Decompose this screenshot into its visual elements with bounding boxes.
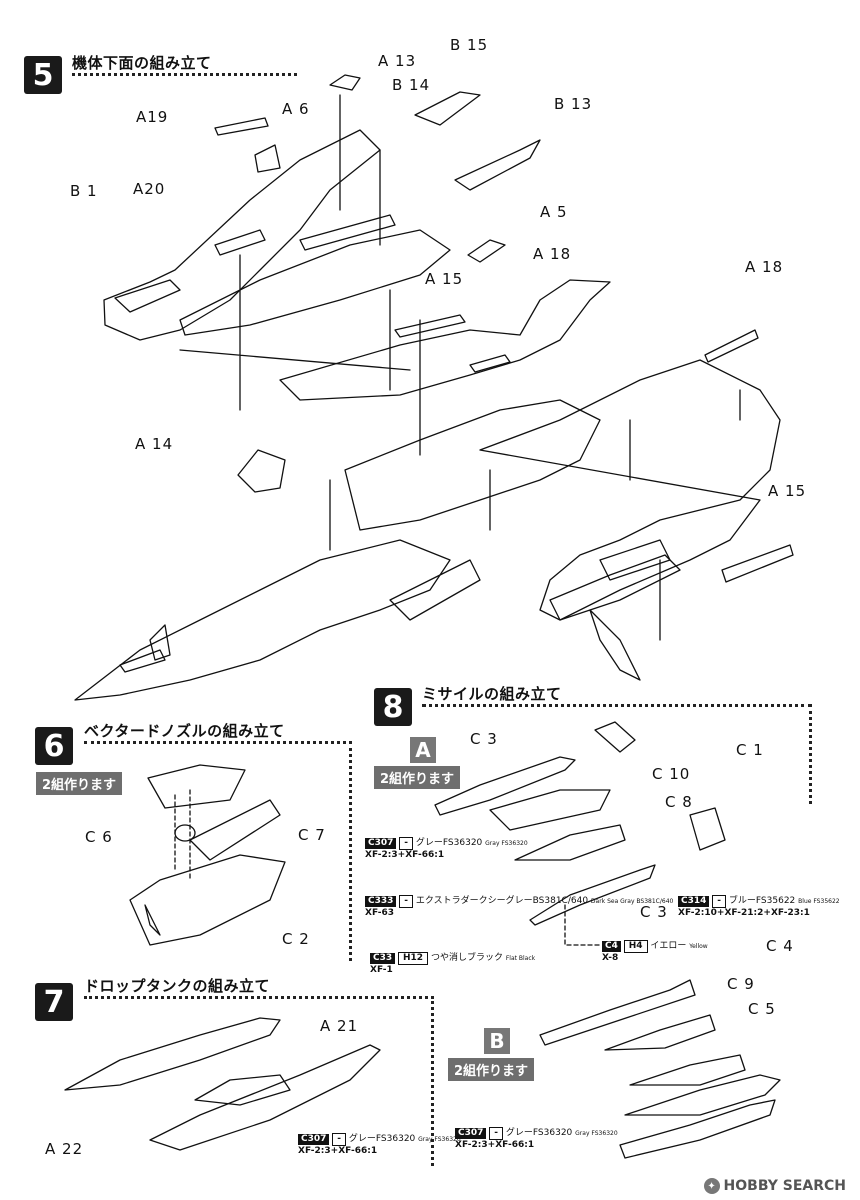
paint-name-english: Gray FS36320 <box>418 1136 461 1143</box>
paint-sub-code: H12 <box>398 952 429 965</box>
paint-name-english: Flat Black <box>505 955 536 962</box>
paint-code: C333 <box>365 896 397 907</box>
paint-mix-formula: XF-2:3+XF-66:1 <box>455 1140 535 1150</box>
step-5-badge: 5 <box>24 56 62 94</box>
part-label-c6: C 6 <box>85 828 113 846</box>
paint-name-english: Blue FS35622 <box>798 898 840 905</box>
step8-missile-b-drawing <box>539 979 781 1159</box>
paint-name-english: Gray FS36320 <box>485 840 528 847</box>
paint-mix-formula: X-8 <box>602 953 619 963</box>
watermark-text: HOBBY SEARCH <box>723 1178 846 1194</box>
part-label-c4: C 4 <box>766 937 794 955</box>
part-label-b1: B 1 <box>70 182 98 200</box>
part-label-c9: C 9 <box>727 975 755 993</box>
paint-name: エクストラダークシーグレーBS381C/640 <box>415 896 589 906</box>
paint-sub-code: - <box>399 837 414 850</box>
part-label-c2: C 2 <box>282 930 310 948</box>
step-8-variant-a-quantity-note: 2組作ります <box>374 766 461 789</box>
step-8-title: ミサイルの組み立て <box>422 685 562 703</box>
step-7-divider-vertical <box>431 996 434 1166</box>
paint-callout-c333: C333 - エクストラダークシーグレーBS381C/640 Dark Sea … <box>365 895 673 919</box>
step-8-badge: 8 <box>374 688 412 726</box>
paint-callout-c33: C33 H12 つや消しブラック Flat Black XF-1 <box>370 952 535 976</box>
step-6-divider <box>84 741 352 744</box>
paint-mix-formula: XF-2:3+XF-66:1 <box>298 1146 378 1156</box>
step-6-title: ベクタードノズルの組み立て <box>84 722 285 740</box>
step-7-divider <box>84 996 434 999</box>
paint-callout-c307-a: C307 - グレーFS36320 Gray FS36320 XF-2:3+XF… <box>365 837 528 861</box>
part-label-c1: C 1 <box>736 741 764 759</box>
paint-code: C314 <box>678 896 710 907</box>
part-label-b13: B 13 <box>554 95 593 113</box>
part-label-a15-first: A 15 <box>425 270 464 288</box>
paint-name: グレーFS36320 <box>415 838 483 848</box>
paint-code: C33 <box>370 953 396 964</box>
step-8-variant-b-badge: B <box>484 1028 510 1054</box>
paint-mix-formula: XF-63 <box>365 908 395 918</box>
paint-name-english: Dark Sea Gray BS381C/640 <box>590 898 674 905</box>
paint-name: グレーFS36320 <box>505 1128 573 1138</box>
step-5-divider <box>72 73 297 76</box>
part-label-c5: C 5 <box>748 1000 776 1018</box>
part-label-c3-first: C 3 <box>470 730 498 748</box>
part-label-b15: B 15 <box>450 36 489 54</box>
step-6-badge: 6 <box>35 727 73 765</box>
part-label-a18-second: A 18 <box>745 258 784 276</box>
paint-callout-step7: C307 - グレーFS36320 Gray FS36320 XF-2:3+XF… <box>298 1133 461 1157</box>
step-5-title: 機体下面の組み立て <box>72 54 212 72</box>
paint-callout-c314: C314 - ブルーFS35622 Blue FS35622 XF-2:10+X… <box>678 895 840 919</box>
part-label-a19: A19 <box>136 108 169 126</box>
paint-mix-formula: XF-1 <box>370 965 393 975</box>
paint-name: ブルーFS35622 <box>728 896 796 906</box>
paint-name: イエロー <box>650 941 687 951</box>
part-label-b14: B 14 <box>392 76 431 94</box>
paint-code: C307 <box>455 1128 487 1139</box>
part-label-c7: C 7 <box>298 826 326 844</box>
paint-name: つや消しブラック <box>430 953 503 963</box>
part-label-a22: A 22 <box>45 1140 84 1158</box>
paint-mix-formula: XF-2:3+XF-66:1 <box>365 850 445 860</box>
paint-sub-code: - <box>489 1127 504 1140</box>
paint-name-english: Yellow <box>689 943 708 950</box>
part-label-c8: C 8 <box>665 793 693 811</box>
step-8-divider-vertical <box>809 704 812 804</box>
step7-droptank-drawing <box>64 1017 381 1151</box>
step-7-title: ドロップタンクの組み立て <box>84 977 271 995</box>
part-label-a14: A 14 <box>135 435 174 453</box>
part-label-a5: A 5 <box>540 203 568 221</box>
step-8-variant-b-quantity-note: 2組作ります <box>448 1058 535 1081</box>
part-label-a20: A20 <box>133 180 166 198</box>
paint-sub-code: H4 <box>623 940 648 953</box>
paint-code: C307 <box>365 838 397 849</box>
paint-code: C307 <box>298 1134 330 1145</box>
step-7-badge: 7 <box>35 983 73 1021</box>
part-label-a21: A 21 <box>320 1017 359 1035</box>
part-label-a6: A 6 <box>282 100 310 118</box>
paint-mix-formula: XF-2:10+XF-21:2+XF-23:1 <box>678 908 810 918</box>
part-label-a13: A 13 <box>378 52 417 70</box>
step-6-divider-vertical <box>349 741 352 961</box>
paint-sub-code: - <box>332 1133 347 1146</box>
site-watermark: ✦ HOBBY SEARCH <box>703 1178 846 1194</box>
paint-sub-code: - <box>399 895 414 908</box>
paint-name-english: Gray FS36320 <box>575 1130 618 1137</box>
step-6-quantity-note: 2組作ります <box>36 772 123 795</box>
part-label-c3-second: C 3 <box>640 903 668 921</box>
step-8-variant-a-badge: A <box>410 737 436 763</box>
paint-code: C4 <box>602 941 621 952</box>
part-label-a15-second: A 15 <box>768 482 807 500</box>
hobby-search-logo-icon: ✦ <box>703 1178 720 1194</box>
paint-callout-c307-b: C307 - グレーFS36320 Gray FS36320 XF-2:3+XF… <box>455 1127 618 1151</box>
step8-missile-a-drawing <box>434 721 726 946</box>
part-label-a18-first: A 18 <box>533 245 572 263</box>
step6-nozzle-drawing <box>129 764 286 946</box>
paint-callout-c4: C4 H4 イエロー Yellow X-8 <box>602 940 708 964</box>
step5-aircraft-drawing <box>74 74 794 701</box>
part-label-c10: C 10 <box>652 765 691 783</box>
paint-sub-code: - <box>712 895 727 908</box>
paint-name: グレーFS36320 <box>348 1134 416 1144</box>
step-8-divider <box>422 704 812 707</box>
